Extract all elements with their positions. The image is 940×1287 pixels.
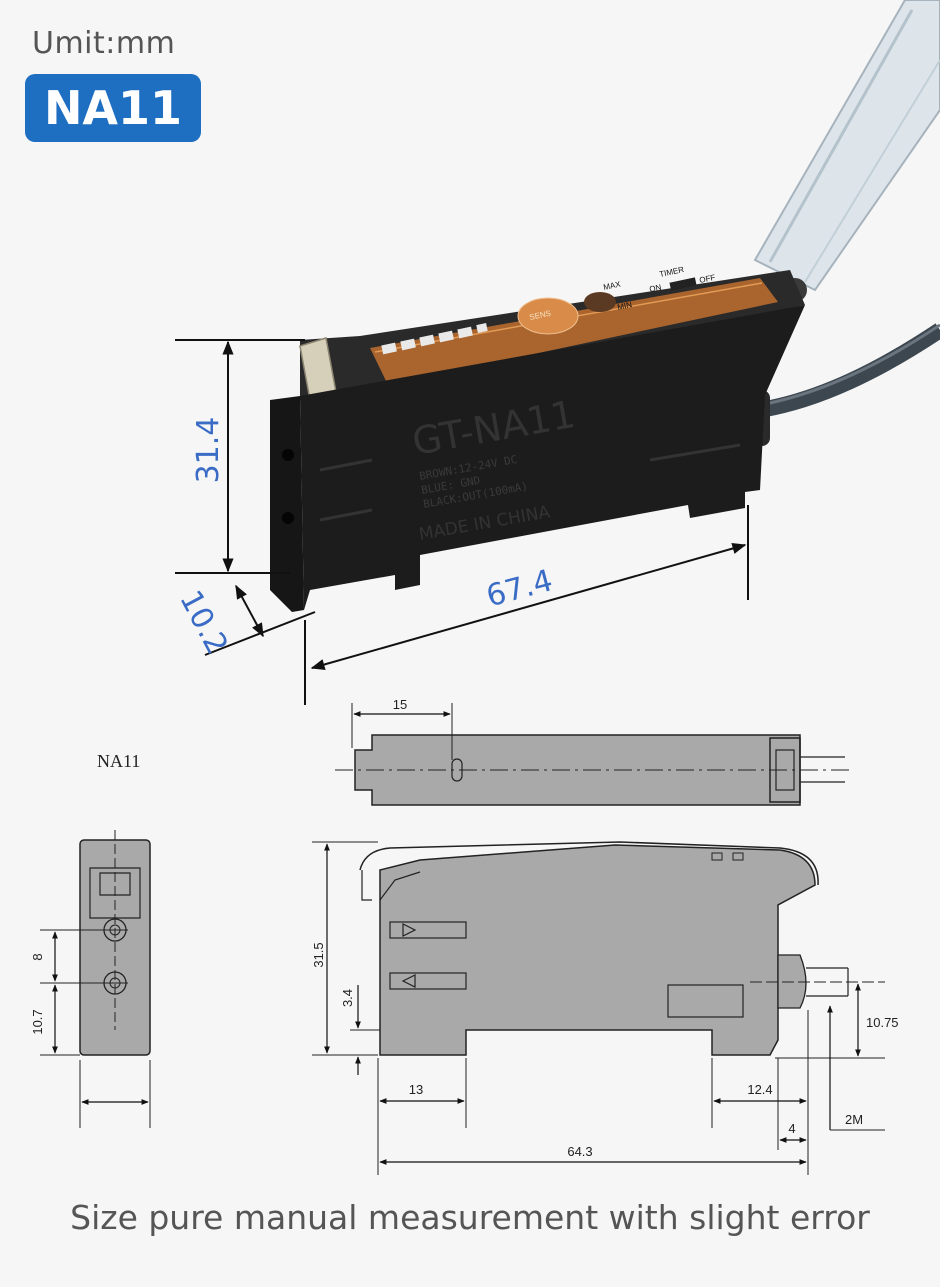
drawing-model-label: NA11 [97,751,140,771]
side-view [312,841,885,1175]
fiber-port-upper [282,449,294,461]
side-view-left-foot-label: 13 [409,1082,423,1097]
control-panel [370,278,778,385]
top-view [335,703,850,806]
dimension-height-label: 31.4 [191,417,226,484]
footer-note: Size pure manual measurement with slight… [70,1198,870,1237]
photo-dimensions [175,339,749,705]
end-view-spacing-label: 8 [30,953,45,960]
end-view-height-label: 10.7 [30,1009,45,1034]
timer-switch [669,277,697,291]
led-indicators [381,323,488,355]
fiber-port-lower [282,512,294,524]
model-badge: NA11 [25,74,201,142]
dimension-length-label: 67.4 [483,563,557,614]
amplifier-side [300,305,805,610]
amplifier-front [270,396,304,612]
side-view-length-label: 64.3 [567,1144,592,1159]
panel-max-label: MAX [603,279,622,292]
side-view-height-label: 31.5 [311,942,326,967]
side-view-right-foot-label: 12.4 [747,1082,772,1097]
side-view-cable-spec-label: 2M [845,1112,863,1127]
end-view [40,830,151,1128]
panel-min-label: MIN [617,300,633,312]
panel-on-label: ON [649,283,663,294]
side-view-cable-height-label: 10.75 [866,1015,899,1030]
side-view-step-label: 3.4 [340,989,355,1007]
cable [758,323,940,418]
sensitivity-dial [517,292,616,335]
panel-timer-label: TIMER [659,265,685,279]
panel-sens-label: SENS [529,309,552,322]
side-view-cable-offset-label: 4 [788,1121,795,1136]
top-view-offset-label: 15 [393,697,407,712]
product-photo: SENS MAX MIN TIMER ON OFF GT-NA11 BROWN:… [270,0,940,612]
transparent-lid [753,0,940,302]
panel-off-label: OFF [699,273,717,285]
dimension-width-label: 10.2 [172,585,234,660]
unit-label: Umit:mm [32,26,176,61]
